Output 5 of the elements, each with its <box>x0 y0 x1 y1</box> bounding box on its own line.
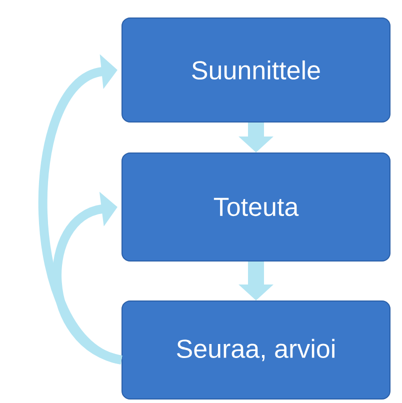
arrow <box>38 54 124 364</box>
process-box: Suunnittele <box>122 18 390 122</box>
process-box: Seuraa, arvioi <box>122 300 390 400</box>
arrow <box>52 192 123 364</box>
process-box: Toteuta <box>122 152 390 262</box>
